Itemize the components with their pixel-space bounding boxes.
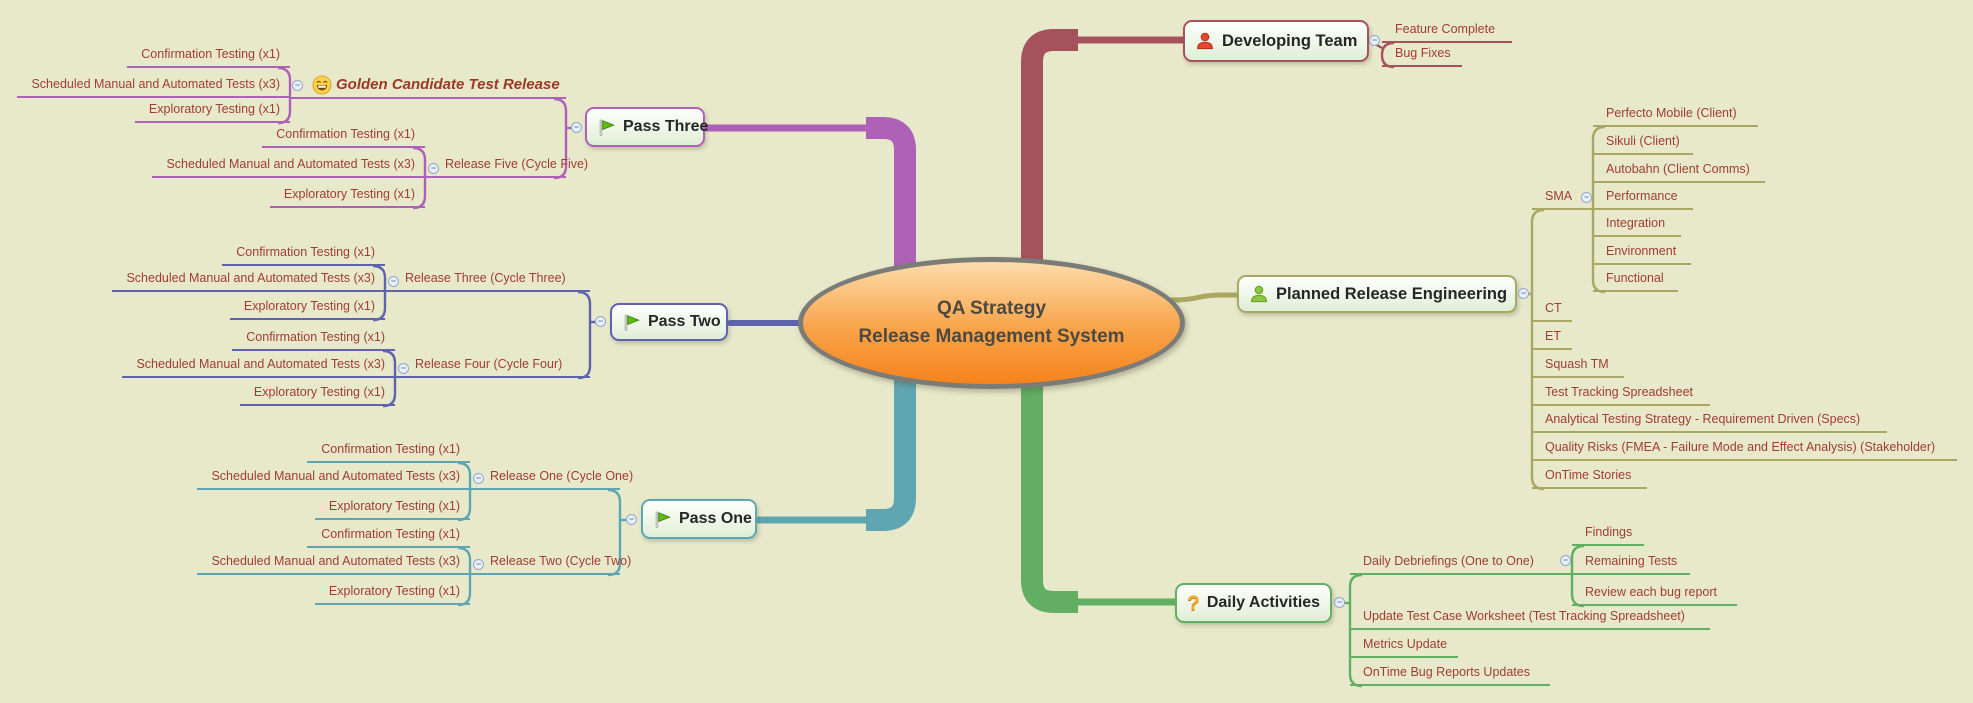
subtopic-label[interactable]: Exploratory Testing (x1) [134,102,290,123]
subtopic-label[interactable]: Performance [1593,189,1693,210]
subtopic-label[interactable]: Confirmation Testing (x1) [307,527,470,548]
collapse-toggle-release-two[interactable]: − [473,559,484,570]
subtopic-label[interactable]: Confirmation Testing (x1) [127,47,290,68]
subtopic-label[interactable]: Test Tracking Spreadsheet [1532,385,1710,406]
collapse-toggle-release-four[interactable]: − [398,363,409,374]
grinning-emoji-icon [312,75,332,95]
topic-label: Daily Activities [1206,594,1321,611]
subtopic-label[interactable]: Exploratory Testing (x1) [314,499,470,520]
subtopic-label[interactable]: Perfecto Mobile (Client) [1593,106,1758,127]
subtopic-label[interactable]: Exploratory Testing (x1) [229,299,385,320]
subtopic-label[interactable]: Environment [1593,244,1691,265]
collapse-toggle-planned-release[interactable]: − [1518,288,1529,299]
central-topic[interactable]: QA Strategy Release Management System [798,257,1185,389]
central-topic-title-line2: Release Management System [858,326,1125,347]
person-red-icon [1195,31,1215,51]
subtopic-label[interactable]: Feature Complete [1382,22,1512,43]
subtopic-label[interactable]: Confirmation Testing (x1) [307,442,470,463]
collapse-toggle-release-three[interactable]: − [388,276,399,287]
subtopic-label[interactable]: Update Test Case Worksheet (Test Trackin… [1350,609,1710,630]
subtopic-label[interactable]: Confirmation Testing (x1) [222,245,385,266]
collapse-toggle-release-one[interactable]: − [473,473,484,484]
collapse-toggle-pass-two[interactable]: − [595,316,606,327]
topic-daily-activities[interactable]: ? Daily Activities [1175,583,1332,623]
subtopic-label[interactable]: Scheduled Manual and Automated Tests (x3… [17,77,290,98]
subtopic-label[interactable]: OnTime Bug Reports Updates [1350,665,1550,686]
collapse-toggle-release-five[interactable]: − [428,163,439,174]
subtopic-label[interactable]: Scheduled Manual and Automated Tests (x3… [122,357,395,378]
collapse-toggle-pass-one[interactable]: − [626,514,637,525]
topic-label: Planned Release Engineering [1276,284,1508,303]
person-green-icon [1249,284,1269,304]
topic-developing-team[interactable]: Developing Team [1183,20,1369,62]
topic-label: Developing Team [1222,31,1358,50]
subtopic-label[interactable]: Exploratory Testing (x1) [239,385,395,406]
subtopic-sma[interactable]: SMA [1532,189,1593,210]
subtopic-label[interactable]: Scheduled Manual and Automated Tests (x3… [197,469,470,490]
subtopic-release-two[interactable]: Release Two (Cycle Two) [470,554,631,575]
subtopic-label[interactable]: Confirmation Testing (x1) [232,330,395,351]
collapse-toggle-daily-activities[interactable]: − [1334,597,1345,608]
central-topic-title-line1: QA Strategy [936,298,1047,320]
subtopic-label[interactable]: CT [1532,301,1572,322]
subtopic-release-four[interactable]: Release Four (Cycle Four) [395,357,590,378]
collapse-toggle-sma[interactable]: − [1581,192,1592,203]
question-mark-icon: ? [1187,591,1200,615]
topic-label: Pass Three [623,118,709,135]
topic-pass-one[interactable]: Pass One [641,499,757,539]
subtopic-label[interactable]: Exploratory Testing (x1) [269,187,425,208]
subtopic-label[interactable]: ET [1532,329,1572,350]
green-flag-icon [597,118,616,137]
subtopic-label[interactable]: Autobahn (Client Comms) [1593,162,1765,183]
subtopic-label[interactable]: Confirmation Testing (x1) [262,127,425,148]
subtopic-label[interactable]: Sikuli (Client) [1593,134,1693,155]
subtopic-label[interactable]: OnTime Stories [1532,468,1647,489]
collapse-toggle-pass-three[interactable]: − [571,122,582,133]
subtopic-label[interactable]: Scheduled Manual and Automated Tests (x3… [112,271,385,292]
subtopic-golden-candidate[interactable]: Golden Candidate Test Release [290,72,566,99]
subtopic-label[interactable]: Findings [1572,525,1644,546]
topic-pass-three[interactable]: Pass Three [585,107,709,147]
topic-label: Pass One [679,510,752,527]
collapse-toggle-daily-debriefings[interactable]: − [1560,555,1571,566]
green-flag-icon [622,313,641,332]
subtopic-label[interactable]: Squash TM [1532,357,1624,378]
green-flag-icon [653,510,672,529]
subtopic-release-three[interactable]: Release Three (Cycle Three) [385,271,590,292]
subtopic-label[interactable]: Quality Risks (FMEA - Failure Mode and E… [1532,440,1957,461]
collapse-toggle-golden-candidate[interactable]: − [292,80,303,91]
topic-label: Pass Two [648,313,721,330]
subtopic-label[interactable]: Remaining Tests [1572,554,1690,575]
subtopic-label[interactable]: Scheduled Manual and Automated Tests (x3… [197,554,470,575]
topic-planned-release-engineering[interactable]: Planned Release Engineering [1237,275,1517,313]
subtopic-label[interactable]: Functional [1593,271,1678,292]
subtopic-label[interactable]: Bug Fixes [1382,46,1462,67]
subtopic-label[interactable]: Metrics Update [1350,637,1458,658]
subtopic-daily-debriefings[interactable]: Daily Debriefings (One to One) [1350,554,1572,575]
subtopic-label: Golden Candidate Test Release [336,76,560,93]
subtopic-label[interactable]: Review each bug report [1572,585,1737,606]
subtopic-release-five[interactable]: Release Five (Cycle Five) [425,157,588,178]
subtopic-label[interactable]: Scheduled Manual and Automated Tests (x3… [152,157,425,178]
topic-pass-two[interactable]: Pass Two [610,303,728,341]
collapse-toggle-developing-team[interactable]: − [1369,35,1380,46]
subtopic-label[interactable]: Analytical Testing Strategy - Requiremen… [1532,412,1887,433]
subtopic-label[interactable]: Exploratory Testing (x1) [314,584,470,605]
subtopic-release-one[interactable]: Release One (Cycle One) [470,469,633,490]
subtopic-label[interactable]: Integration [1593,216,1681,237]
